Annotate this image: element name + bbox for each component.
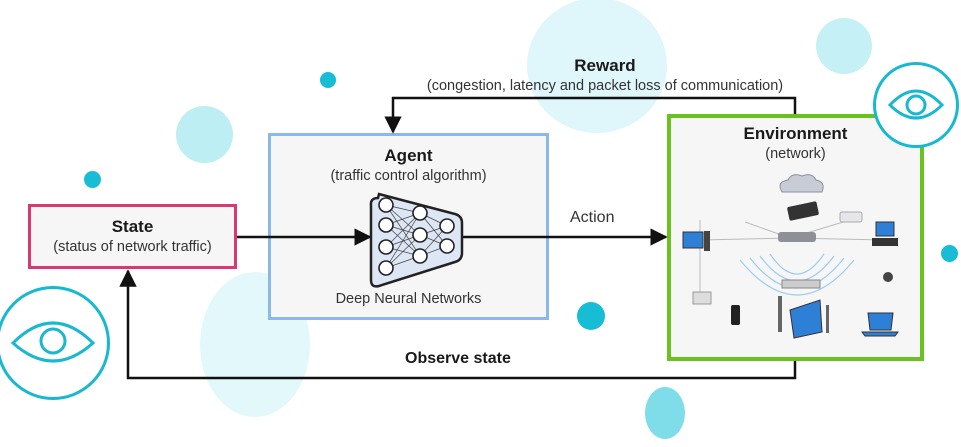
eye-icon: [873, 62, 959, 148]
reward-arrow: [384, 96, 797, 134]
printer-icon: [839, 211, 863, 223]
home-theater-icon: [789, 299, 823, 339]
scanner-icon: [692, 291, 712, 305]
environment-title: Environment: [743, 124, 848, 143]
action-label: Action: [570, 209, 615, 226]
neural-network-icon: [369, 192, 464, 288]
agent-subtitle: (traffic control algorithm): [330, 168, 487, 184]
state-title: State: [111, 217, 154, 236]
modem-icon: [787, 201, 819, 221]
decor-dot: [84, 171, 101, 188]
agent-box: Agent (traffic control algorithm) Deep N…: [268, 133, 549, 320]
reward-title: Reward: [574, 56, 636, 75]
observe-state-label: Observe state: [405, 350, 511, 367]
media-player-icon: [781, 279, 821, 289]
speaker-icon: [826, 305, 829, 333]
decor-dot: [320, 72, 336, 88]
observe-state-arrow: [119, 269, 797, 380]
agent-title: Agent: [384, 146, 433, 165]
state-subtitle: (status of network traffic): [53, 239, 212, 255]
network-illustration: [682, 174, 899, 339]
environment-subtitle: (network): [765, 146, 826, 162]
decor-circle-large: [527, 0, 667, 133]
ip-camera-icon: [883, 272, 893, 282]
eye-icon: [0, 286, 110, 400]
speaker-icon: [778, 296, 782, 332]
reward-label: Reward (congestion, latency and packet l…: [380, 56, 830, 94]
internet-cloud-icon: [779, 174, 824, 193]
model-label: Deep Neural Networks: [335, 291, 482, 307]
decor-dot: [577, 302, 605, 330]
pc-tower-icon: [704, 231, 710, 251]
decor-circle: [645, 387, 685, 439]
laptop-icon: [861, 312, 899, 337]
desktop-pc-icon: [682, 231, 704, 249]
decor-circle: [176, 106, 233, 163]
decor-circle: [816, 18, 872, 74]
wireless-router-icon: [778, 232, 816, 242]
phone-icon: [731, 305, 740, 325]
decor-dot: [941, 245, 958, 262]
state-box: State (status of network traffic): [28, 204, 237, 269]
monitor-icon: [875, 221, 895, 237]
reward-subtitle: (congestion, latency and packet loss of …: [426, 78, 784, 94]
keyboard-icon: [872, 238, 898, 246]
